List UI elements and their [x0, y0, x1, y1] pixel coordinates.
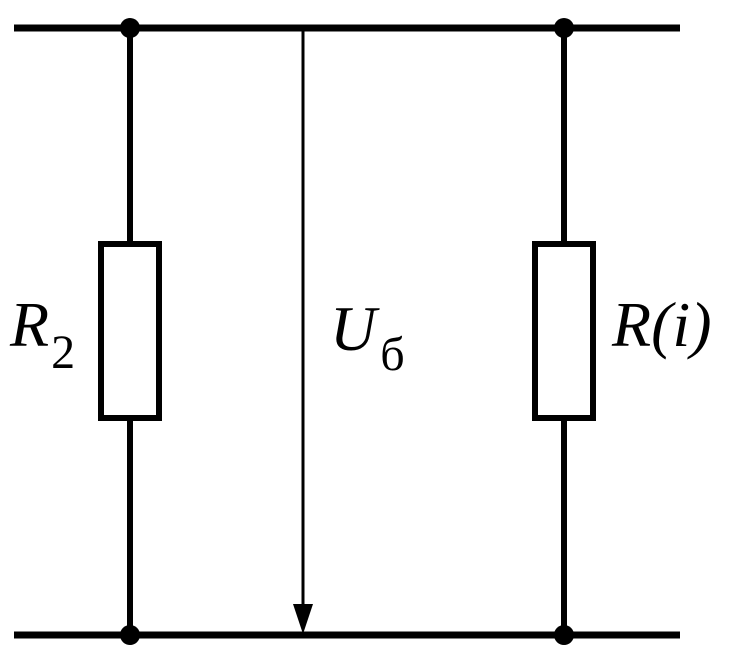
r2-label: R2 [9, 289, 75, 379]
voltage-label: Uб [330, 293, 405, 381]
voltage-label-main: U [330, 293, 380, 364]
junction-dot-top-left [120, 18, 140, 38]
junction-dot-bottom-right [554, 625, 574, 645]
voltage-arrowhead [293, 604, 313, 634]
r2-label-subscript: 2 [51, 326, 75, 379]
resistor-r2 [98, 241, 162, 421]
junction-dot-top-right [554, 18, 574, 38]
voltage-label-subscript: б [380, 328, 404, 381]
ri-label: R(i) [611, 289, 712, 360]
resistor-ri [532, 241, 596, 421]
r2-label-main: R [9, 289, 49, 360]
junction-dot-bottom-left [120, 625, 140, 645]
